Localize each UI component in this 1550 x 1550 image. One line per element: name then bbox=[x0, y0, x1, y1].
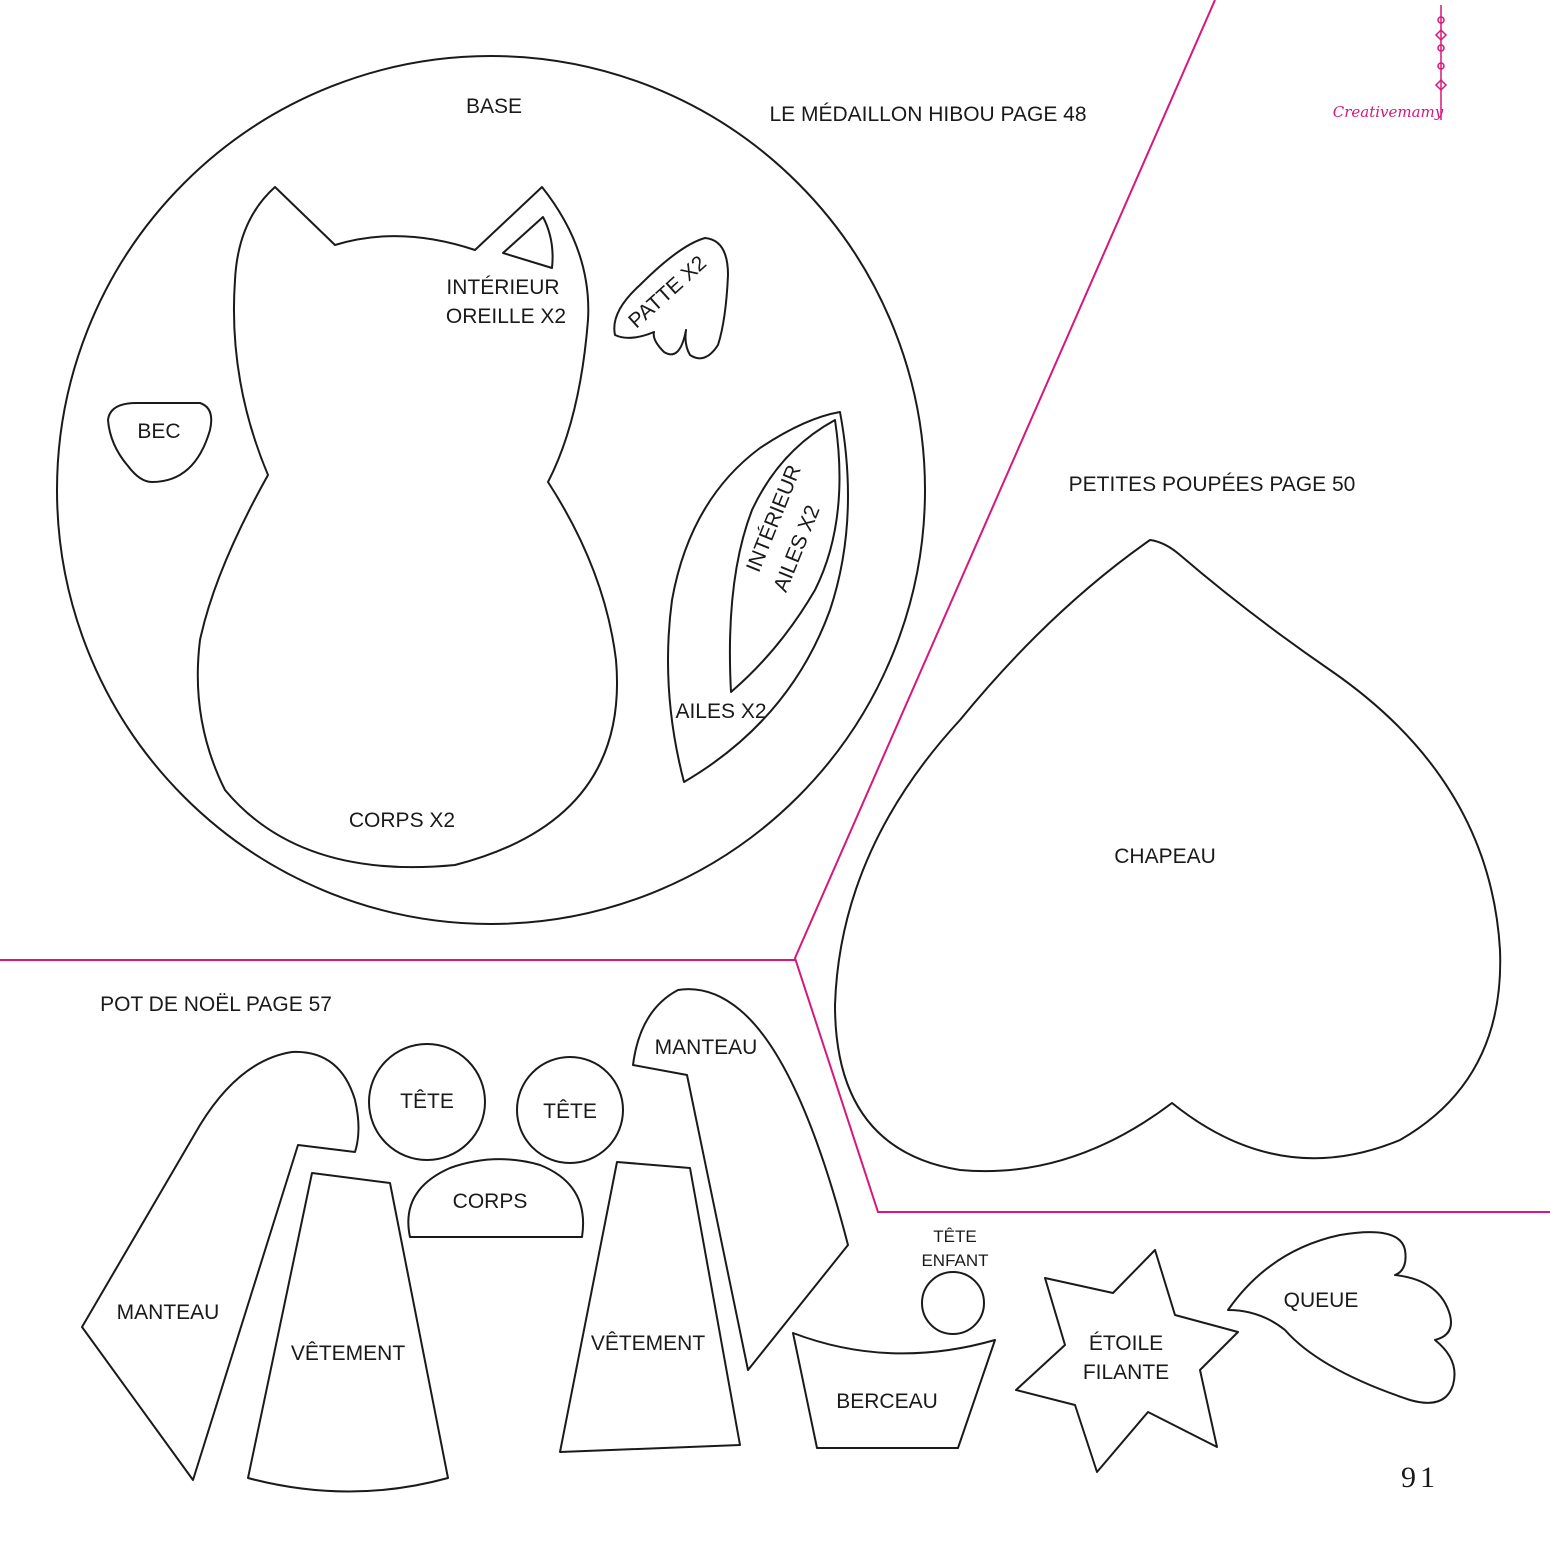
interieur-oreille-label-1: INTÉRIEUR bbox=[446, 276, 559, 299]
brand-logo: Creativemamy bbox=[1333, 5, 1448, 121]
queue-label: QUEUE bbox=[1284, 1289, 1359, 1312]
etoile-filante-label-2: FILANTE bbox=[1083, 1361, 1169, 1384]
vetement-right-shape bbox=[559, 1161, 741, 1453]
interieur-ailes-shape bbox=[728, 419, 841, 693]
ailes-shape bbox=[667, 411, 849, 783]
vetement-left-label: VÊTEMENT bbox=[291, 1342, 406, 1365]
berceau-label: BERCEAU bbox=[836, 1390, 938, 1413]
interieur-oreille-shape bbox=[502, 216, 554, 269]
section-title-medaillon: LE MÉDAILLON HIBOU PAGE 48 bbox=[769, 103, 1086, 126]
interieur-oreille-label-2: OREILLE X2 bbox=[446, 305, 566, 328]
manteau-right-label: MANTEAU bbox=[655, 1036, 758, 1059]
corps-pot-shape bbox=[407, 1158, 585, 1238]
tete-2-label: TÊTE bbox=[543, 1100, 597, 1123]
tete-1-label: TÊTE bbox=[400, 1090, 454, 1113]
base-circle-shape bbox=[56, 55, 926, 925]
manteau-right-shape bbox=[632, 988, 849, 1371]
bec-shape bbox=[107, 401, 213, 483]
brand-name: Creativemamy bbox=[1333, 103, 1444, 121]
corps-label: CORPS X2 bbox=[349, 809, 455, 832]
corps-shape bbox=[196, 186, 618, 869]
base-label: BASE bbox=[466, 95, 522, 118]
etoile-filante-shape bbox=[1015, 1249, 1239, 1473]
tete-enfant-shape bbox=[921, 1271, 985, 1335]
queue-shape bbox=[1227, 1231, 1456, 1404]
berceau-shape bbox=[792, 1332, 996, 1449]
patte-label: PATTE X2 bbox=[624, 251, 711, 332]
vetement-left-shape bbox=[247, 1172, 449, 1493]
manteau-left-label: MANTEAU bbox=[117, 1301, 220, 1324]
chapeau-label: CHAPEAU bbox=[1114, 845, 1216, 868]
patte-shape bbox=[613, 237, 729, 360]
section-title-poupees: PETITES POUPÉES PAGE 50 bbox=[1069, 473, 1356, 496]
tete-enfant-label-1: TÊTE bbox=[933, 1227, 976, 1246]
section-divider-diagonal bbox=[793, 0, 1550, 1213]
ailes-label: AILES X2 bbox=[675, 700, 766, 723]
etoile-filante-label-1: ÉTOILE bbox=[1089, 1332, 1163, 1355]
tete-enfant-label-2: ENFANT bbox=[921, 1251, 988, 1270]
manteau-left-shape bbox=[81, 1050, 360, 1481]
vetement-right-label: VÊTEMENT bbox=[591, 1332, 706, 1355]
chapeau-shape bbox=[834, 539, 1502, 1173]
tete-2-shape bbox=[516, 1056, 624, 1164]
section-title-pot-noel: POT DE NOËL PAGE 57 bbox=[100, 993, 332, 1016]
tete-1-shape bbox=[368, 1043, 486, 1161]
corps-pot-label: CORPS bbox=[453, 1190, 528, 1213]
page-number: 91 bbox=[1401, 1461, 1439, 1494]
bec-label: BEC bbox=[137, 420, 180, 443]
